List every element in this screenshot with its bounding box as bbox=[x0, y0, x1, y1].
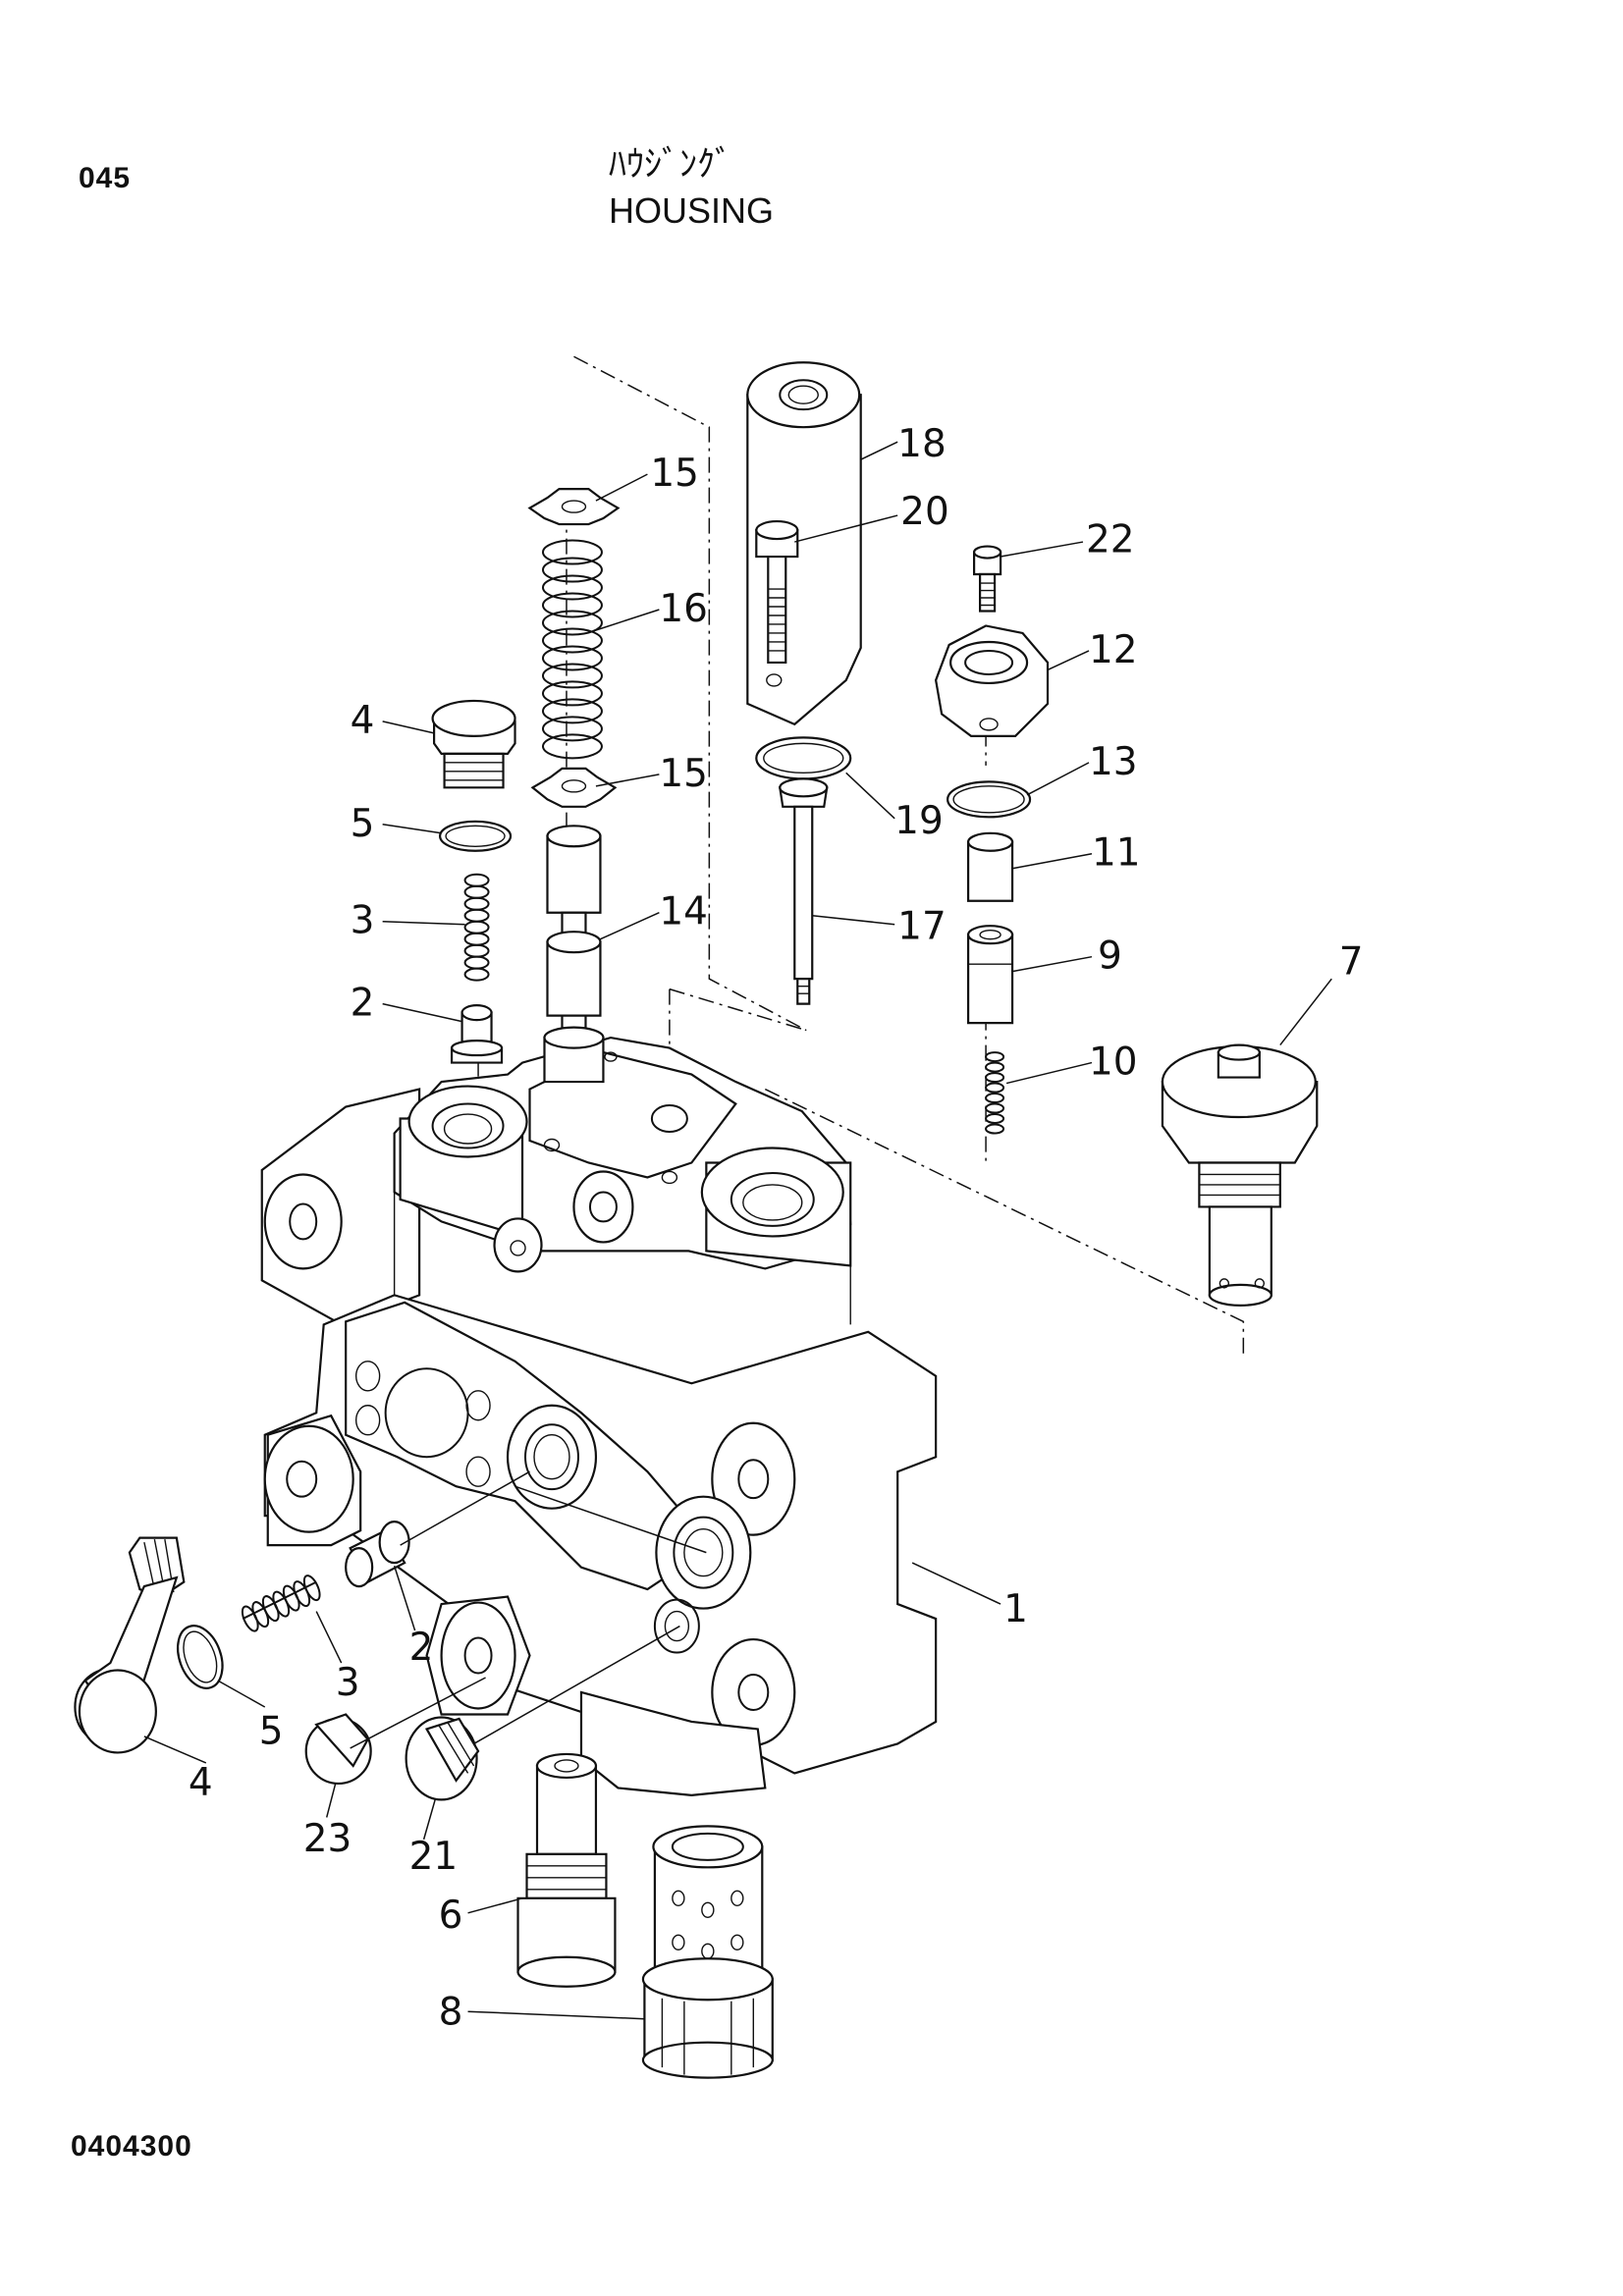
lower-left-parts bbox=[75, 1522, 478, 1799]
callout-18: 18 bbox=[897, 422, 947, 466]
title-english: HOUSING bbox=[609, 190, 775, 231]
relief-valve-part-7 bbox=[1163, 1045, 1317, 1306]
callout-22: 22 bbox=[1086, 518, 1135, 562]
callout-5: 5 bbox=[351, 802, 375, 846]
callout-19: 19 bbox=[894, 799, 944, 843]
callout-labels: 1 2 2 3 3 4 4 5 5 6 7 8 9 10 11 12 13 14… bbox=[189, 422, 1364, 2035]
right-column-parts-9-13-22 bbox=[936, 547, 1048, 1134]
callout-2: 2 bbox=[351, 982, 375, 1026]
callout-10: 10 bbox=[1089, 1041, 1138, 1085]
callout-20: 20 bbox=[900, 490, 949, 534]
callout-21: 21 bbox=[409, 1835, 459, 1879]
callout-7: 7 bbox=[1339, 940, 1364, 985]
page-number: 045 bbox=[79, 162, 132, 194]
callout-3: 3 bbox=[336, 1661, 360, 1705]
callout-4: 4 bbox=[351, 699, 375, 743]
callout-9: 9 bbox=[1098, 934, 1122, 979]
title-japanese: ﾊｳｼﾞﾝｸﾞ bbox=[609, 144, 732, 185]
callout-4: 4 bbox=[189, 1761, 213, 1805]
leader-lines bbox=[144, 442, 1331, 2019]
left-upper-parts-2-5 bbox=[433, 701, 515, 1063]
callout-15: 15 bbox=[659, 752, 708, 796]
callout-3: 3 bbox=[351, 899, 375, 943]
housing-body bbox=[262, 1038, 936, 1795]
callout-1: 1 bbox=[1003, 1587, 1028, 1631]
callout-13: 13 bbox=[1089, 740, 1138, 784]
callout-14: 14 bbox=[659, 890, 708, 934]
callout-15: 15 bbox=[650, 452, 699, 496]
callout-11: 11 bbox=[1092, 831, 1141, 876]
callout-6: 6 bbox=[439, 1894, 463, 1938]
drawing-number: 0404300 bbox=[71, 2130, 192, 2163]
callout-12: 12 bbox=[1089, 628, 1138, 672]
callout-5: 5 bbox=[259, 1709, 284, 1753]
upper-middle-parts-17-20 bbox=[747, 362, 860, 1003]
callout-17: 17 bbox=[897, 905, 947, 949]
callout-16: 16 bbox=[659, 587, 708, 631]
spring-stack-parts-14-16 bbox=[530, 489, 619, 1082]
lower-middle-parts-6-8 bbox=[518, 1754, 773, 2078]
callout-23: 23 bbox=[303, 1817, 352, 1861]
callout-8: 8 bbox=[439, 1991, 463, 2035]
callout-2: 2 bbox=[409, 1626, 434, 1670]
